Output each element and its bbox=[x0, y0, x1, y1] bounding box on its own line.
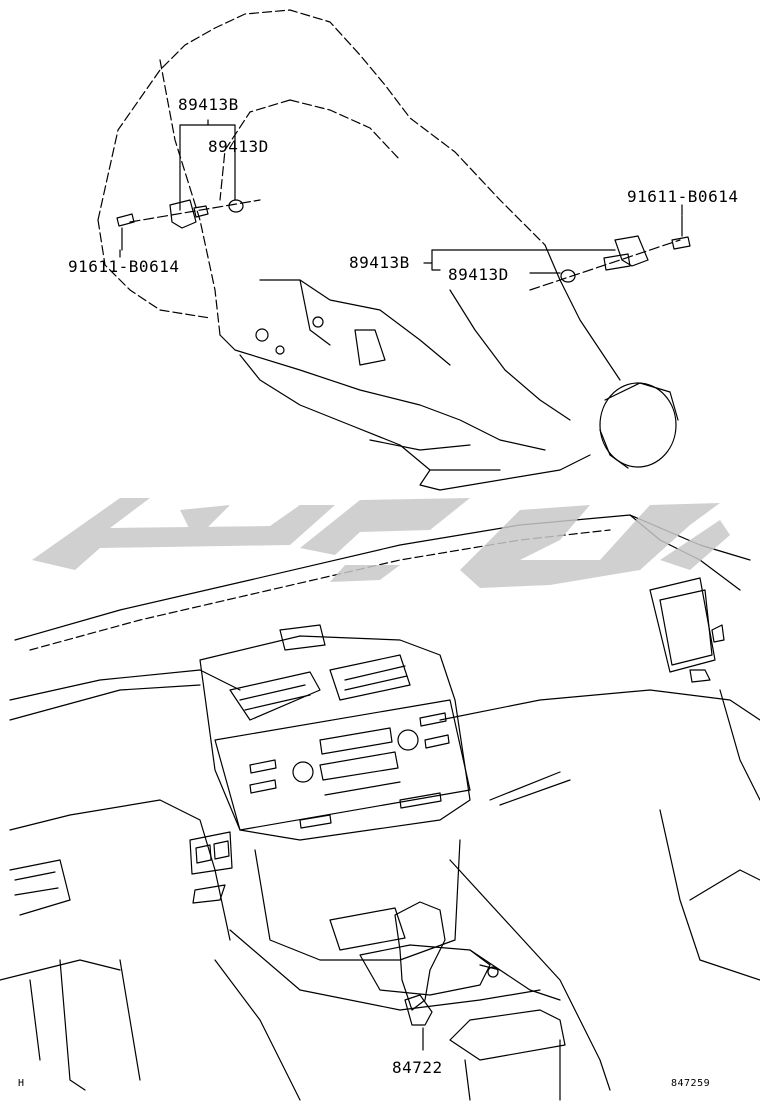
footer-left-mark: H bbox=[18, 1078, 25, 1089]
part-label-bolt-right: 91611-B0614 bbox=[627, 187, 739, 206]
dashboard-drawing bbox=[0, 514, 760, 1101]
leader-lines bbox=[119, 119, 683, 1051]
diagram-id: 847259 bbox=[671, 1078, 711, 1089]
watermark-logo bbox=[32, 498, 730, 588]
part-label-shift-knob: 84722 bbox=[392, 1058, 443, 1077]
sensor-left-assembly bbox=[116, 199, 261, 251]
part-label-sensor-right: 89413B bbox=[349, 253, 410, 272]
part-label-sensor-left: 89413B bbox=[178, 95, 239, 114]
part-label-gasket-right: 89413D bbox=[448, 265, 509, 284]
transmission-drawing bbox=[97, 9, 679, 491]
sensor-right-assembly bbox=[529, 215, 691, 291]
part-label-bolt-left: 91611-B0614 bbox=[68, 257, 180, 276]
part-label-gasket-left: 89413D bbox=[208, 137, 269, 156]
